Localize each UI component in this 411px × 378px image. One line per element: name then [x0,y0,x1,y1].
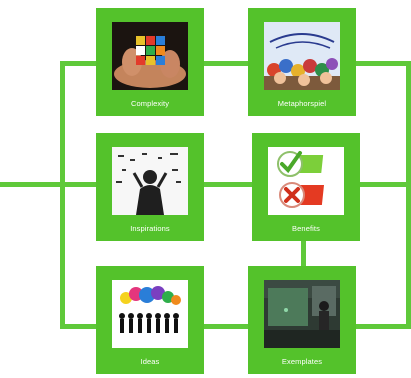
connector-right-top [356,61,411,66]
card-complexity[interactable]: Complexity [96,8,204,116]
card-metaphorspiel[interactable]: Metaphorspiel [248,8,356,116]
connector-right-bottom [356,324,411,329]
classroom-photo-image [264,280,340,348]
connector-benefits-examples [301,240,306,270]
cartoon-crowd-image [264,22,340,90]
connector-row1-middle [204,61,250,66]
card-ideas[interactable]: Ideas [96,266,204,374]
card-label: Metaphorspiel [277,99,327,108]
card-label: Inspirations [130,224,170,233]
connector-row3-middle [204,324,252,329]
connector-right-vertical [406,61,411,329]
connector-left-stub [0,182,98,187]
connector-left-vertical [60,61,65,329]
card-label: Benefits [292,224,320,233]
card-label: Ideas [140,357,160,366]
card-label: Exemplates [281,357,323,366]
connector-right-middle [356,182,411,187]
connector-top-left [60,61,100,66]
connector-row2-middle [204,182,258,187]
thinking-figure-image [112,147,188,215]
crowd-bubbles-image [112,280,188,348]
card-inspirations[interactable]: Inspirations [96,133,204,241]
rubiks-cube-image [112,22,188,90]
card-exemplates[interactable]: Exemplates [248,266,356,374]
connector-bottom-left [60,324,100,329]
card-benefits[interactable]: Benefits [252,133,360,241]
card-label: Complexity [130,99,170,108]
check-cross-image [268,147,344,215]
